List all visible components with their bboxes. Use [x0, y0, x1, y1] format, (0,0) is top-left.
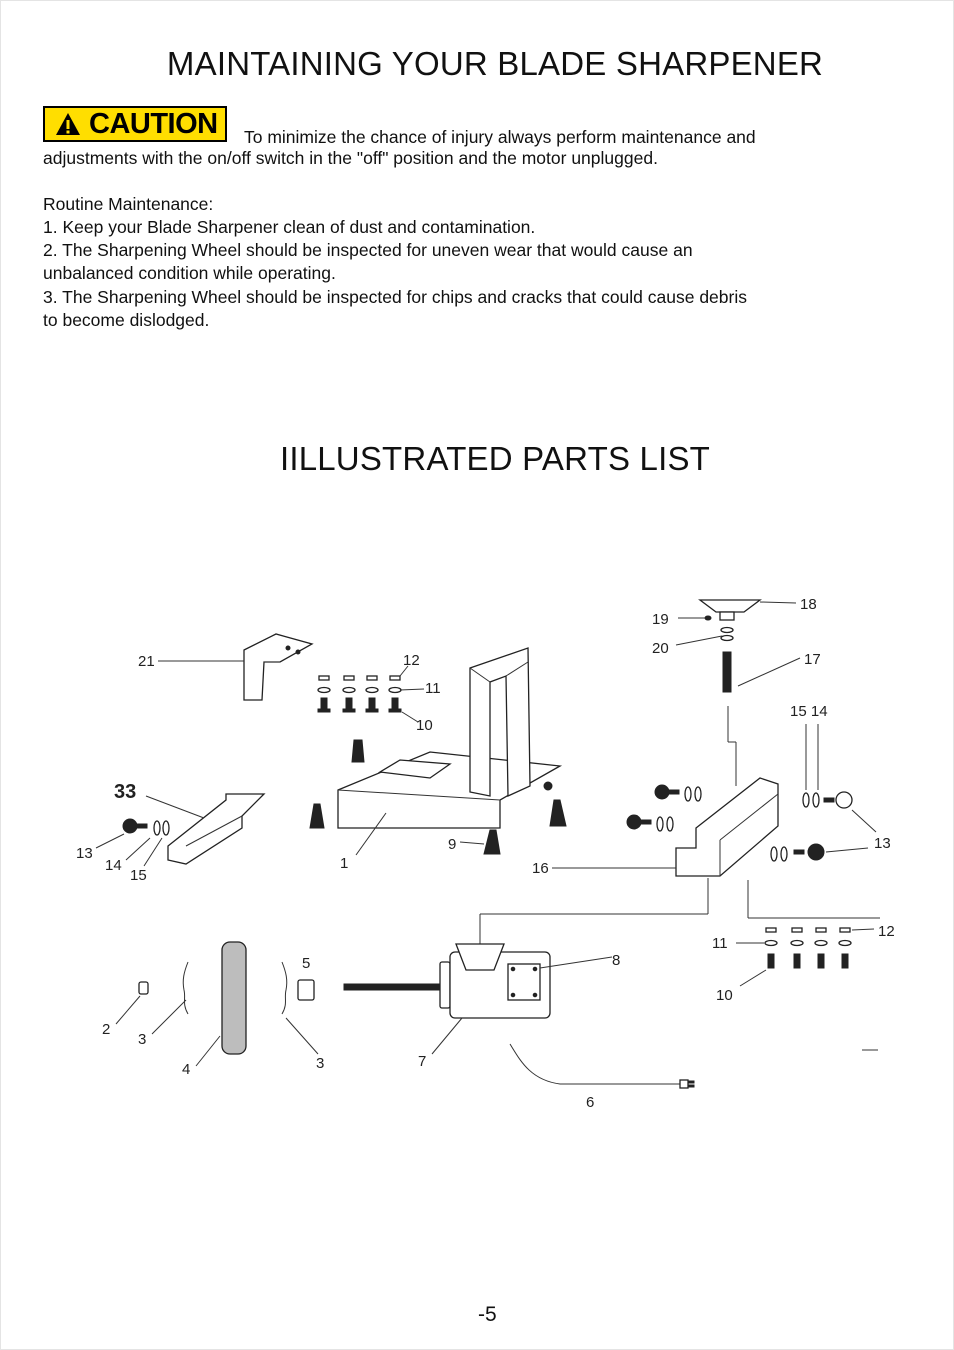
- maintenance-item-3-line2: to become dislodged.: [43, 310, 210, 330]
- maintenance-item-1: 1. Keep your Blade Sharpener clean of du…: [43, 217, 536, 237]
- label-33: 33: [114, 781, 136, 803]
- label-9: 9: [448, 836, 456, 853]
- part-33-bracket: [167, 793, 266, 865]
- warning-triangle-icon: [56, 113, 80, 135]
- label-5: 5: [302, 955, 310, 972]
- label-11-left: 11: [425, 680, 441, 697]
- part-1-base-frame: [337, 647, 563, 829]
- label-3-left: 3: [138, 1031, 146, 1048]
- label-20: 20: [652, 640, 669, 657]
- knob-assemblies-right: [626, 784, 853, 862]
- maintenance-item-2-line2: unbalanced condition while operating.: [43, 263, 336, 283]
- label-13-left: 13: [76, 845, 93, 862]
- part-21-bracket: [243, 633, 314, 701]
- label-2: 2: [102, 1021, 110, 1038]
- caution-badge-label: CAUTION: [89, 107, 218, 140]
- maintenance-item-3-line1: 3. The Sharpening Wheel should be inspec…: [43, 287, 747, 307]
- hardware-set-right: [764, 927, 852, 969]
- label-19: 19: [652, 611, 669, 628]
- parts-list-title: IILLUSTRATED PARTS LIST: [279, 440, 711, 477]
- caution-text-line2: adjustments with the on/off switch in th…: [43, 148, 658, 168]
- label-14-left: 14: [105, 857, 122, 874]
- label-8: 8: [612, 952, 620, 969]
- part-6-power-cord: [509, 1043, 695, 1089]
- knob-assembly-left: [122, 818, 170, 836]
- part-4-grinding-wheel: [221, 941, 247, 1055]
- label-17: 17: [804, 651, 821, 668]
- label-6: 6: [586, 1094, 594, 1111]
- part-7-motor: [343, 943, 551, 1019]
- label-21: 21: [138, 653, 155, 670]
- label-7: 7: [418, 1053, 426, 1070]
- label-1: 1: [340, 855, 348, 872]
- label-10-left: 10: [416, 717, 433, 734]
- caution-badge: CAUTION: [43, 106, 227, 142]
- maintenance-item-2-line1: 2. The Sharpening Wheel should be inspec…: [43, 240, 693, 260]
- caution-text-line1: To minimize the chance of injury always …: [244, 127, 756, 147]
- maintenance-title: MAINTAINING YOUR BLADE SHARPENER: [166, 45, 824, 82]
- label-15-14-right: 15 14: [790, 703, 828, 720]
- label-16: 16: [532, 860, 549, 877]
- label-13-right: 13: [874, 835, 891, 852]
- routine-maintenance-heading: Routine Maintenance:: [43, 194, 214, 214]
- part-18-knob-plate: [698, 599, 762, 621]
- page-number: -5: [478, 1303, 497, 1326]
- label-12-right: 12: [878, 923, 895, 940]
- label-11-right: 11: [712, 935, 728, 952]
- label-18: 18: [800, 596, 817, 613]
- part-16-rail: [675, 777, 779, 877]
- label-3-right: 3: [316, 1055, 324, 1072]
- exploded-parts-diagram: 21 12 11 10 1 9 33: [76, 596, 895, 1111]
- label-15-left: 15: [130, 867, 147, 884]
- label-12-left: 12: [403, 652, 420, 669]
- label-10-right: 10: [716, 987, 733, 1004]
- hardware-set-left: [317, 675, 402, 713]
- label-4: 4: [182, 1061, 190, 1078]
